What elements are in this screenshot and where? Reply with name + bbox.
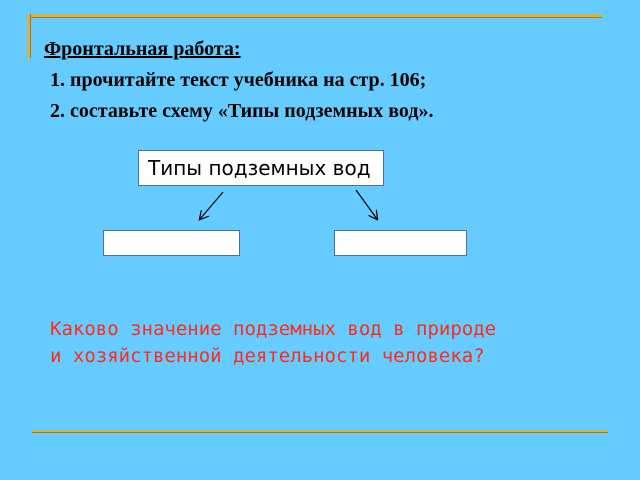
scheme-empty-box-right bbox=[334, 230, 467, 256]
left-decorative-rule bbox=[27, 14, 31, 58]
task-item-2: 2. составьте схему «Типы подземных вод». bbox=[50, 100, 434, 122]
arrow-right bbox=[355, 189, 377, 219]
task-item-1: 1. прочитайте текст учебника на стр. 106… bbox=[50, 69, 427, 91]
discussion-question: Каково значение подземных вод в природе … bbox=[50, 316, 630, 370]
scheme-empty-box-left bbox=[103, 230, 240, 256]
slide-heading: Фронтальная работа: bbox=[44, 38, 241, 60]
bottom-decorative-rule bbox=[32, 430, 608, 433]
question-line-2: и хозяйственной деятельности человека? bbox=[50, 345, 485, 367]
arrow-left bbox=[200, 191, 224, 219]
question-line-1: Каково значение подземных вод в природе bbox=[50, 318, 497, 340]
top-decorative-rule bbox=[27, 14, 602, 18]
scheme-title-box: Типы подземных вод bbox=[138, 150, 384, 186]
